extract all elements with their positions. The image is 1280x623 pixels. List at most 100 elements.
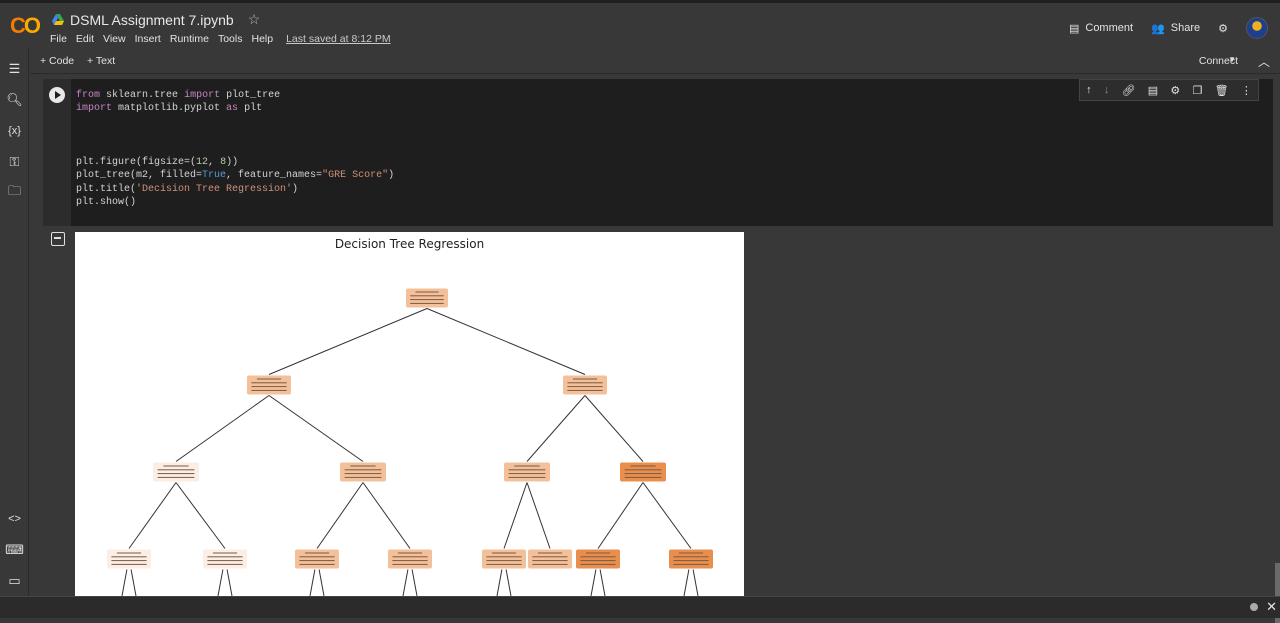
tree-node-text-line	[580, 563, 616, 565]
tree-node-text-line	[585, 552, 611, 554]
command-palette-icon[interactable]: ⌨	[5, 541, 24, 557]
menu-tools[interactable]: Tools	[217, 33, 243, 45]
last-saved-link[interactable]: Last saved at 8:12 PM	[286, 33, 391, 45]
tree-node-text-line	[397, 552, 423, 554]
tree-node-text-line	[111, 560, 147, 562]
tree-edge	[121, 569, 128, 596]
scrollbar[interactable]	[1275, 563, 1280, 623]
comment-button[interactable]: ▤ Comment	[1069, 22, 1133, 35]
cell-settings-icon[interactable]: ⚙	[1170, 84, 1181, 97]
settings-gear-icon[interactable]: ⚙	[1218, 22, 1228, 35]
tree-node-text-line	[572, 378, 598, 380]
tree-node-text-line	[630, 465, 656, 467]
tree-edge	[128, 482, 177, 549]
tree-node	[504, 462, 550, 482]
tree-edge	[309, 569, 316, 596]
variables-icon[interactable]: {x}	[8, 124, 21, 137]
tree-node-text-line	[514, 465, 540, 467]
output-area: Decision Tree Regression	[75, 232, 744, 596]
code-snippets-icon[interactable]: <>	[8, 512, 21, 525]
tree-edge	[526, 395, 586, 462]
tree-node-text-line	[624, 476, 662, 478]
more-options-icon[interactable]: ⋮	[1240, 84, 1252, 97]
connect-button[interactable]: Connect	[1198, 55, 1238, 67]
tree-edge	[526, 482, 551, 549]
avatar[interactable]	[1246, 17, 1268, 39]
tree-edge	[597, 482, 644, 549]
output-menu-icon[interactable]	[51, 232, 65, 246]
tree-node-text-line	[111, 556, 147, 558]
tree-node-text-line	[344, 469, 382, 471]
close-icon[interactable]: ✕	[1266, 599, 1277, 614]
star-icon[interactable]: ☆	[247, 11, 261, 27]
add-code-button[interactable]: + Code	[40, 55, 75, 67]
tree-node	[340, 462, 386, 482]
tree-node-text-line	[157, 473, 195, 475]
caret-down-icon[interactable]: ▼	[1228, 55, 1236, 64]
colab-logo[interactable]: CO	[10, 13, 41, 38]
search-icon[interactable]: 🔍︎	[6, 91, 23, 107]
share-button[interactable]: 👥 Share	[1151, 22, 1200, 35]
move-down-icon[interactable]: ↓	[1103, 84, 1110, 96]
tree-node-text-line	[486, 556, 522, 558]
key-icon[interactable]: ⚿	[9, 153, 20, 169]
folder-icon[interactable]: 🗀	[7, 182, 21, 198]
tree-node	[203, 549, 247, 569]
table-of-contents-icon[interactable]: ☰	[8, 60, 21, 76]
menu-help[interactable]: Help	[251, 33, 274, 45]
code-editor[interactable]: from sklearn.tree import plot_tree impor…	[76, 90, 395, 209]
top-right-actions: ▤ Comment 👥 Share ⚙	[1069, 17, 1268, 39]
tree-node-text-line	[567, 382, 603, 384]
tree-node-text-line	[508, 476, 546, 478]
tree-edge	[268, 308, 428, 375]
tree-node-text-line	[508, 469, 546, 471]
notebook-toolbar: + Code + Text Connect ▼ ︿	[30, 48, 1280, 74]
tree-edge	[130, 569, 137, 596]
tree-node-text-line	[111, 563, 147, 565]
tree-node-text-line	[410, 295, 444, 297]
tree-node	[107, 549, 151, 569]
tree-node-text-line	[508, 473, 546, 475]
tree-node-text-line	[410, 302, 444, 304]
tree-node-text-line	[157, 469, 195, 471]
delete-icon[interactable]: 🗑︎	[1214, 84, 1229, 97]
tree-node-text-line	[207, 560, 243, 562]
run-cell-button[interactable]	[49, 87, 65, 103]
chevron-up-icon[interactable]: ︿	[1257, 55, 1270, 69]
move-up-icon[interactable]: ↑	[1086, 84, 1092, 96]
link-icon[interactable]: 🔗︎	[1121, 84, 1136, 97]
tree-node-text-line	[673, 563, 709, 565]
mirror-cell-icon[interactable]: ❐	[1192, 84, 1203, 97]
menu-edit[interactable]: Edit	[75, 33, 95, 45]
tree-node-text-line	[344, 476, 382, 478]
tree-node	[247, 375, 291, 395]
menu-insert[interactable]: Insert	[134, 33, 161, 45]
menu-view[interactable]: View	[103, 33, 126, 45]
tree-edge	[692, 569, 699, 596]
notebook-main: from sklearn.tree import plot_tree impor…	[30, 75, 1280, 623]
tree-edge	[411, 569, 418, 596]
tree-edge	[590, 569, 597, 596]
tree-edge	[217, 569, 224, 596]
menu-file[interactable]: File	[50, 33, 67, 45]
tree-node	[528, 549, 572, 569]
notebook-title[interactable]: DSML Assignment 7.ipynb	[70, 11, 234, 28]
tree-edge	[426, 308, 586, 375]
tree-node-text-line	[624, 469, 662, 471]
comment-cell-icon[interactable]: ▤	[1147, 84, 1159, 97]
tree-edge	[683, 569, 690, 596]
tree-node	[563, 375, 607, 395]
tree-edge	[496, 569, 503, 596]
add-text-button[interactable]: + Text	[87, 55, 116, 67]
status-indicator	[1250, 603, 1258, 611]
terminal-icon[interactable]: ▭	[8, 572, 21, 588]
tree-edge	[642, 482, 692, 549]
tree-edge	[175, 395, 270, 462]
code-cell[interactable]: from sklearn.tree import plot_tree impor…	[43, 79, 1273, 226]
tree-node-text-line	[415, 291, 439, 293]
tree-edge	[503, 482, 528, 549]
menu-runtime[interactable]: Runtime	[169, 33, 209, 45]
tree-node	[482, 549, 526, 569]
tree-node-text-line	[673, 560, 709, 562]
title-row: DSML Assignment 7.ipynb ☆	[52, 11, 260, 28]
